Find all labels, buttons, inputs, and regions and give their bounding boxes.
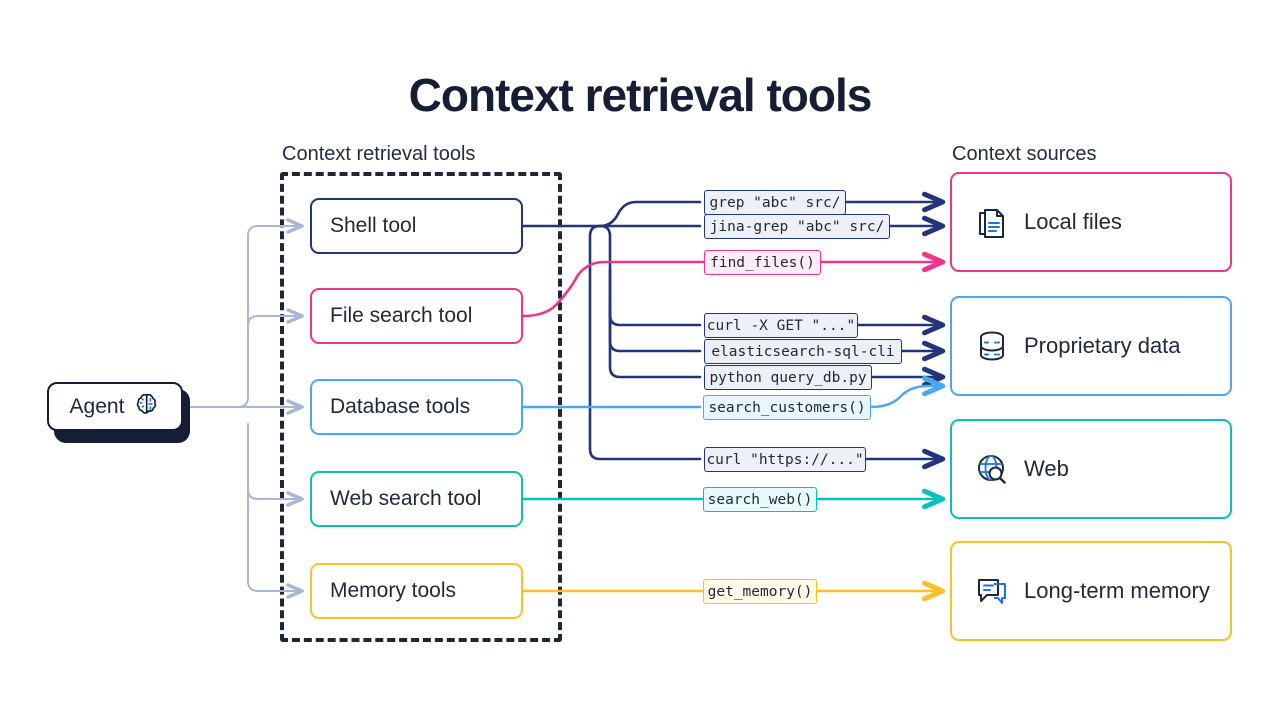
database-icon bbox=[974, 328, 1010, 364]
source-local-files[interactable]: Local files bbox=[950, 172, 1232, 272]
chat-memory-icon bbox=[974, 573, 1010, 609]
source-long-term-memory[interactable]: Long-term memory bbox=[950, 541, 1232, 641]
source-proprietary-data[interactable]: Proprietary data bbox=[950, 296, 1232, 396]
tool-file-search[interactable]: File search tool bbox=[310, 288, 523, 344]
source-proprietary-data-label: Proprietary data bbox=[1024, 333, 1181, 358]
tool-database-label: Database tools bbox=[330, 395, 471, 418]
command-chip-search-customers[interactable]: search_customers() bbox=[703, 395, 871, 420]
command-chip-python-query-db[interactable]: python query_db.py bbox=[704, 365, 872, 390]
sources-group-label: Context sources bbox=[952, 143, 1097, 165]
command-chip-find-files[interactable]: find_files() bbox=[704, 250, 821, 275]
tools-group-label: Context retrieval tools bbox=[282, 143, 476, 165]
tool-file-search-label: File search tool bbox=[330, 304, 473, 327]
tool-web-search[interactable]: Web search tool bbox=[310, 471, 523, 527]
page-title: Context retrieval tools bbox=[408, 69, 873, 121]
source-web-label: Web bbox=[1024, 456, 1069, 481]
tool-memory-label: Memory tools bbox=[330, 579, 457, 602]
globe-search-icon bbox=[974, 451, 1010, 487]
agent-node[interactable]: Agent bbox=[47, 382, 183, 431]
source-long-term-memory-label: Long-term memory bbox=[1024, 578, 1210, 603]
command-chip-curl-get[interactable]: curl -X GET "..." bbox=[704, 313, 858, 338]
tool-memory[interactable]: Memory tools bbox=[310, 563, 523, 619]
tool-web-search-label: Web search tool bbox=[330, 487, 482, 510]
tool-database[interactable]: Database tools bbox=[310, 379, 523, 435]
command-chip-get-memory[interactable]: get_memory() bbox=[703, 579, 817, 604]
command-chip-curl-https[interactable]: curl "https://..." bbox=[704, 447, 866, 472]
agent-label: Agent bbox=[69, 394, 125, 418]
command-chip-elasticsearch-sql[interactable]: elasticsearch-sql-cli bbox=[704, 339, 902, 364]
command-chip-grep[interactable]: grep "abc" src/ bbox=[704, 190, 846, 215]
gear-brain-icon bbox=[133, 391, 160, 423]
source-local-files-label: Local files bbox=[1024, 209, 1122, 234]
command-chip-jina-grep[interactable]: jina-grep "abc" src/ bbox=[704, 214, 890, 239]
tool-shell[interactable]: Shell tool bbox=[310, 198, 523, 254]
command-chip-search-web[interactable]: search_web() bbox=[703, 487, 817, 512]
documents-icon bbox=[974, 204, 1010, 240]
tool-shell-label: Shell tool bbox=[330, 214, 417, 237]
source-web[interactable]: Web bbox=[950, 419, 1232, 519]
